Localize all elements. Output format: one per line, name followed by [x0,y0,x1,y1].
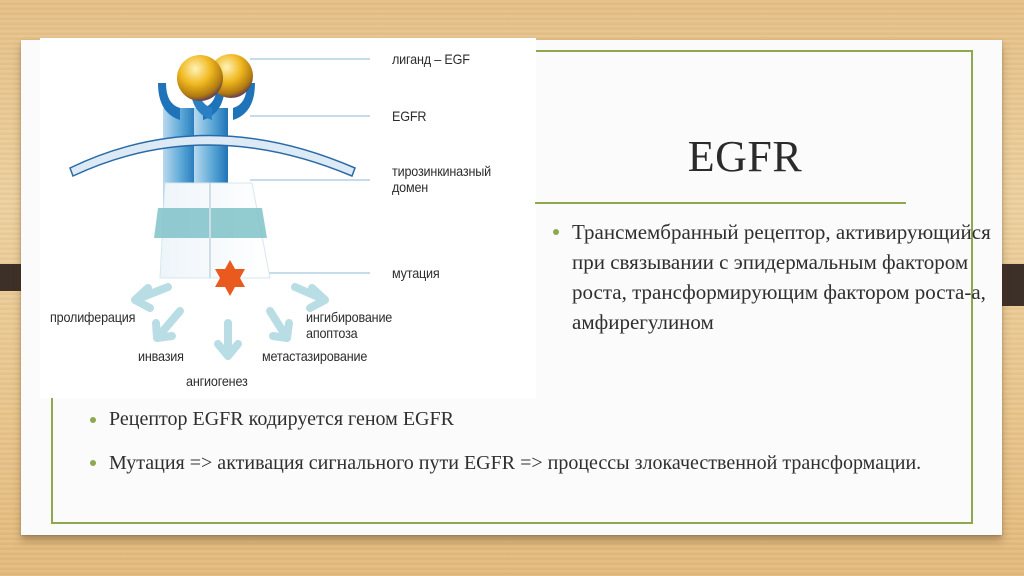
bullet-icon [553,229,559,235]
kinase-label-line2: домен [392,179,429,195]
bullet-text: Рецептор EGFR кодируется геном EGFR [109,408,454,430]
egfr-diagram: лиганд – EGF EGFR тирозинкиназный домен … [40,38,536,398]
slide-card: лиганд – EGF EGFR тирозинкиназный домен … [21,38,1002,535]
bullet-icon [90,417,96,423]
mutation-star-icon [215,260,245,296]
bullet-text: Трансмембранный рецептор, активирующийся… [572,220,991,334]
bullet-item: Мутация => активация сигнального пути EG… [90,449,989,477]
mutation-label: мутация [392,265,440,281]
egfr-receptor-illustration [69,54,370,360]
outcome-proliferation: пролиферация [50,309,136,325]
receptor-label: EGFR [392,108,427,124]
outcome-apoptosis-line1: ингибирование [306,309,393,325]
title-divider [535,202,906,204]
bullet-icon [90,460,96,466]
outcome-angiogenesis: ангиогенез [186,373,248,389]
kinase-label-line1: тирозинкиназный [392,163,491,179]
outcome-invasion: инвазия [138,348,184,364]
bullet-item: Трансмембранный рецептор, активирующийся… [553,217,992,337]
outcome-apoptosis-line2: апоптоза [306,325,358,341]
bullet-item: Рецептор EGFR кодируется геном EGFR [90,406,969,433]
outcome-metastasis: метастазирование [262,348,368,364]
ligand-label: лиганд – EGF [392,51,470,67]
bullet-text: Мутация => активация сигнального пути EG… [109,452,922,474]
slide-title: EGFR [687,132,803,182]
